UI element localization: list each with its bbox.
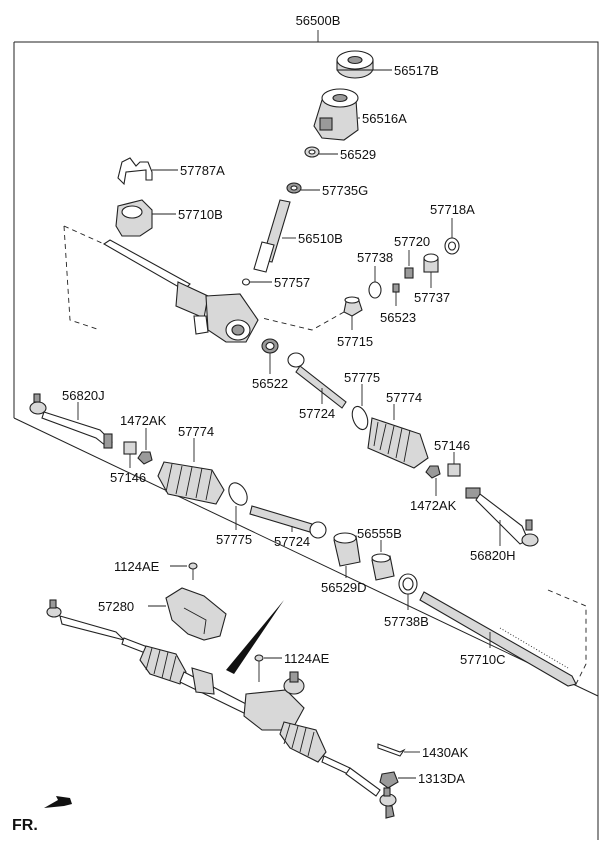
label-56820H: 56820H [470, 548, 516, 563]
part-1124AE-lower[interactable] [254, 654, 282, 682]
label-56522: 56522 [252, 376, 288, 391]
label-57737: 57737 [414, 290, 450, 305]
label-57146-right: 57146 [434, 438, 470, 453]
part-57724-lower[interactable] [249, 505, 327, 539]
label-56529: 56529 [340, 147, 376, 162]
label-57738: 57738 [357, 250, 393, 265]
label-57738B: 57738B [384, 614, 429, 629]
part-57280[interactable] [148, 587, 227, 641]
part-56522[interactable] [261, 338, 279, 374]
front-direction-label: FR. [12, 817, 38, 834]
part-1313DA[interactable] [379, 771, 416, 789]
assembly-label: 56500B [296, 13, 341, 28]
label-56529D: 56529D [321, 580, 367, 595]
part-57775-lower[interactable] [225, 480, 251, 530]
label-57146-left: 57146 [110, 470, 146, 485]
label-56820J: 56820J [62, 388, 105, 403]
part-57775-upper[interactable] [349, 384, 370, 432]
label-56510B: 56510B [298, 231, 343, 246]
part-57737[interactable] [423, 253, 439, 288]
steering-gear-assembly[interactable] [46, 599, 397, 819]
label-57775-lower: 57775 [216, 532, 252, 547]
part-57735G[interactable] [286, 182, 320, 194]
part-57724-upper[interactable] [287, 352, 347, 409]
label-57715: 57715 [337, 334, 373, 349]
label-1124AE-lower: 1124AE [284, 651, 330, 666]
part-57774-lower[interactable] [157, 438, 225, 505]
part-56516A[interactable] [313, 88, 360, 141]
part-56517B[interactable] [336, 50, 392, 79]
part-57774-upper[interactable] [367, 404, 429, 469]
front-arrow-icon [44, 796, 72, 808]
part-57146-left[interactable] [123, 441, 137, 468]
label-56523: 56523 [380, 310, 416, 325]
label-1472AK-left: 1472AK [120, 413, 167, 428]
label-1313DA: 1313DA [418, 771, 465, 786]
label-57774-lower: 57774 [178, 424, 214, 439]
part-56523[interactable] [392, 283, 400, 306]
part-56510B[interactable] [253, 199, 296, 273]
part-57710C[interactable] [419, 589, 587, 687]
label-56517B: 56517B [394, 63, 439, 78]
label-57757: 57757 [274, 275, 310, 290]
label-57735G: 57735G [322, 183, 368, 198]
label-57718A: 57718A [430, 202, 475, 217]
assembly-arrow-wedge [226, 600, 284, 674]
part-57715[interactable] [261, 296, 363, 331]
part-57720[interactable] [404, 250, 414, 279]
label-1124AE-upper: 1124AE [114, 559, 160, 574]
part-1472AK-left[interactable] [137, 428, 153, 465]
label-57720: 57720 [394, 234, 430, 249]
part-56820J[interactable] [29, 393, 113, 449]
part-57757[interactable] [241, 278, 273, 286]
label-57710C: 57710C [460, 652, 506, 667]
assembly-frame [13, 30, 599, 840]
label-57280: 57280 [98, 599, 134, 614]
label-57787A: 57787A [180, 163, 225, 178]
part-57738[interactable] [368, 266, 382, 299]
label-57710B: 57710B [178, 207, 223, 222]
label-1430AK: 1430AK [422, 745, 469, 760]
part-56820H[interactable] [465, 487, 539, 547]
part-rack-housing[interactable] [63, 225, 259, 343]
part-56529[interactable] [304, 146, 338, 158]
part-57787A[interactable] [117, 157, 178, 186]
label-57724-lower: 57724 [274, 534, 310, 549]
part-57710B[interactable] [115, 199, 176, 237]
label-57775-upper: 57775 [344, 370, 380, 385]
part-57738B[interactable] [398, 573, 418, 610]
label-56555B: 56555B [357, 526, 402, 541]
part-1124AE-upper[interactable] [170, 562, 198, 580]
label-57724-upper: 57724 [299, 406, 335, 421]
part-57718A[interactable] [444, 218, 460, 255]
label-1472AK-right: 1472AK [410, 498, 457, 513]
part-56555B[interactable] [371, 540, 395, 581]
part-57146-right[interactable] [447, 452, 461, 477]
label-56516A: 56516A [362, 111, 407, 126]
label-57774-upper: 57774 [386, 390, 422, 405]
part-56529D[interactable] [333, 532, 361, 578]
part-1430AK[interactable] [377, 743, 420, 757]
part-1472AK-right[interactable] [425, 465, 441, 496]
